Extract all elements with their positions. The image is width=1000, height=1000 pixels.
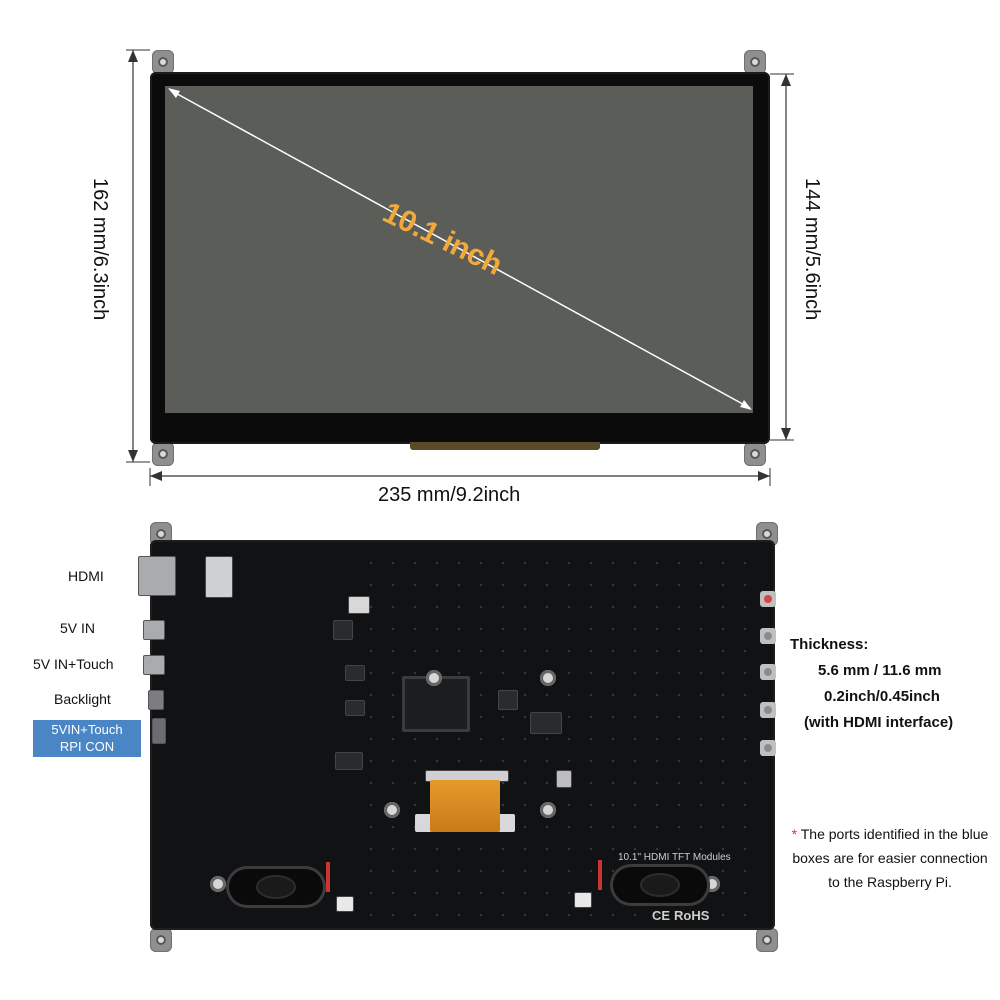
ribbon-cable	[430, 780, 500, 832]
thickness-block: Thickness: 5.6 mm / 11.6 mm 0.2inch/0.45…	[790, 632, 995, 736]
diagonal-line	[169, 89, 751, 409]
mount-ear-top-left	[152, 50, 174, 74]
thickness-title: Thickness:	[790, 636, 869, 653]
mount-ear-bottom-right	[744, 442, 766, 466]
rohs-mark: RoHS	[674, 908, 710, 923]
footnote-text: The ports identified in the blue boxes a…	[792, 826, 989, 890]
pcb-hole	[540, 802, 556, 818]
ce-mark: CE	[652, 908, 671, 923]
pcb-hole	[426, 670, 442, 686]
rpi-connector	[152, 718, 166, 744]
speaker-left	[226, 866, 326, 908]
back-ear-bottom-left	[150, 928, 172, 952]
main-controller-chip	[402, 676, 470, 732]
back-ear-bottom-right	[756, 928, 778, 952]
button-power	[760, 591, 776, 607]
speaker-right	[610, 864, 710, 906]
speaker-wire-left	[326, 862, 330, 892]
rpi-con-blue-box: 5VIN+Touch RPI CON	[33, 720, 141, 757]
crystal	[556, 770, 572, 788]
button-exit	[760, 740, 776, 756]
fpc-connector	[205, 556, 233, 598]
button-down	[760, 702, 776, 718]
speaker-wire-right	[598, 860, 602, 890]
pcb-hole	[210, 876, 226, 892]
small-connector	[348, 596, 370, 614]
pcb-hole	[540, 670, 556, 686]
active-height-label: 144 mm/5.6inch	[801, 178, 823, 321]
footnote-star: *	[791, 826, 798, 842]
module-name-silkscreen: 10.1" HDMI TFT Modules	[618, 852, 731, 863]
diagonal-arrow-end	[740, 400, 752, 410]
footnote: * The ports identified in the blue boxes…	[790, 822, 990, 894]
thickness-mm: 5.6 mm / 11.6 mm	[818, 662, 942, 679]
small-ic-1	[345, 665, 365, 681]
small-ic-3	[335, 752, 363, 770]
small-ic-2	[345, 700, 365, 716]
button-menu	[760, 628, 776, 644]
micro-usb-5v-in-port	[143, 620, 165, 640]
inductor	[333, 620, 353, 640]
thickness-note: (with HDMI interface)	[804, 714, 954, 731]
rpi-con-line2: RPI CON	[59, 739, 115, 754]
rpi-con-line1: 5VIN+Touch	[51, 722, 123, 737]
pcb-via-pattern	[360, 552, 760, 922]
width-label: 235 mm/9.2inch	[378, 484, 521, 506]
small-ic-4	[498, 690, 518, 710]
5v-in-label: 5V IN	[60, 620, 96, 636]
hdmi-label: HDMI	[68, 568, 104, 584]
button-up	[760, 664, 776, 680]
5v-touch-label: 5V IN+Touch	[33, 656, 114, 672]
small-ic-5	[530, 712, 562, 734]
mount-ear-bottom-left	[152, 442, 174, 466]
thickness-inch: 0.2inch/0.45inch	[824, 688, 940, 705]
hdmi-port	[138, 556, 176, 596]
backlight-switch	[148, 690, 164, 710]
micro-usb-5v-touch-port	[143, 655, 165, 675]
height-label: 162 mm/6.3inch	[89, 178, 111, 321]
speaker-connector-right	[574, 892, 592, 908]
diagonal-arrow-start	[168, 88, 180, 98]
display-bottom-tab	[410, 442, 600, 450]
mount-ear-top-right	[744, 50, 766, 74]
speaker-connector-left	[336, 896, 354, 912]
pcb-hole	[384, 802, 400, 818]
backlight-label: Backlight	[54, 691, 111, 707]
